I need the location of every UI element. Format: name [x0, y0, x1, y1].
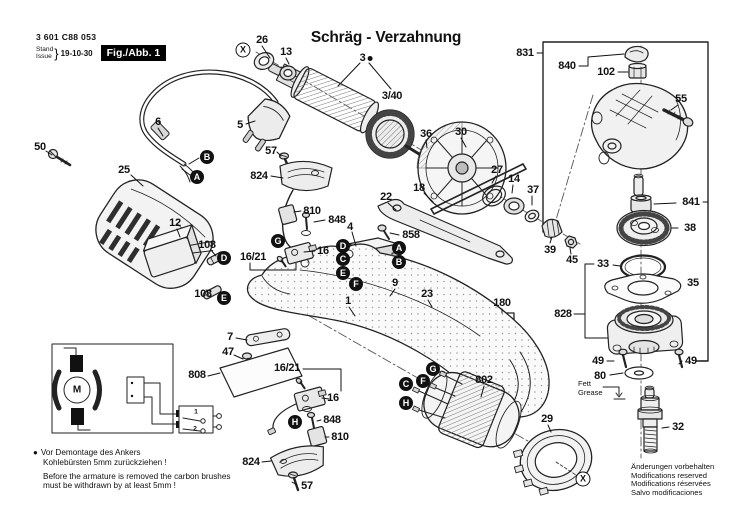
- issue-date: 19-10-30: [60, 48, 93, 58]
- armature-3: [268, 63, 380, 134]
- washer-37: [524, 209, 540, 223]
- switch-terminal-1: 1: [194, 408, 198, 416]
- grease-symbol: [602, 386, 626, 400]
- bracket-16-21-upper: [249, 262, 297, 271]
- cap-840: [624, 45, 649, 63]
- flange-plate-35: [604, 273, 682, 304]
- header-block: 3 601 C88 053 Stand Issue } 19-10-30 Fig…: [36, 32, 167, 61]
- screw-49-right: [674, 348, 684, 369]
- rod-18: [430, 163, 527, 215]
- brush-cover-824-upper: [279, 160, 333, 192]
- footer-line-en: Modifications reserved: [631, 470, 707, 480]
- screw-21-upper: [276, 255, 287, 268]
- bearing-14: [503, 197, 525, 215]
- bracket-16-21-lower: [302, 368, 342, 392]
- screw-55: [662, 108, 694, 127]
- stand-label: Stand: [36, 46, 54, 53]
- note-en-2: must be withdrawn by at least 5mm !: [43, 481, 176, 491]
- terminal-108-lower: [202, 285, 222, 300]
- switch-terminal-2: 2: [193, 425, 197, 433]
- screw-848-upper: [301, 211, 311, 236]
- brush-wire-lower: [272, 403, 297, 433]
- warning-notes: ●Vor Demontage des Ankers Kohlebürsten 5…: [33, 448, 303, 491]
- brush-holder-16-upper: [284, 242, 318, 265]
- brush-holder-16-lower: [293, 386, 327, 412]
- screw-21-lower: [295, 377, 306, 390]
- screw-858: [377, 224, 390, 240]
- type-number: 3 601 C88 053: [36, 32, 97, 42]
- crown-gear-38: [616, 209, 672, 247]
- note-en-1: Before the armature is removed the carbo…: [43, 471, 231, 481]
- carbon-brush-810-upper: [278, 204, 298, 225]
- carbon-brush-810-lower: [307, 426, 328, 447]
- rear-cover-25: [95, 179, 214, 289]
- seal-ring-27: [482, 185, 506, 207]
- spindle-32: [637, 385, 663, 454]
- diagram-title: Schräg - Verzahnung: [310, 29, 462, 46]
- grease-en: Grease: [578, 387, 603, 397]
- centerline-link: [549, 94, 594, 241]
- stator-leads: [412, 370, 463, 419]
- motor-circuit: [51, 343, 222, 434]
- power-plug: [242, 98, 291, 152]
- bullet-icon: ●: [33, 448, 38, 457]
- bracket-33-828: [573, 263, 609, 339]
- modifications-footer: Änderungen vorbehalten Modifications res…: [631, 462, 715, 498]
- gear-head-831: [591, 82, 689, 170]
- field-stator-802: [421, 370, 522, 449]
- bearing-flange-30: [416, 121, 507, 215]
- bearing-13: [279, 65, 297, 81]
- footer-line-de: Änderungen vorbehalten: [631, 462, 715, 471]
- plate-7: [245, 328, 291, 347]
- lever-22: [377, 198, 513, 265]
- motor-m-label: M: [72, 384, 82, 396]
- screw-848-lower: [302, 406, 316, 429]
- bushing-841: [630, 194, 652, 213]
- bearing-flange-828: [606, 305, 684, 355]
- x-detail-leader: [555, 461, 577, 476]
- leader-lines: [45, 45, 709, 486]
- grease-de: Fett: [578, 379, 591, 388]
- note-de-2: Kohlebürsten 5mm zurückziehen !: [43, 457, 167, 467]
- screw-50: [47, 148, 72, 167]
- wire-terminal: [267, 427, 277, 436]
- pinion-39: [541, 218, 563, 238]
- nut-45: [564, 235, 578, 249]
- figure-label: Fig./Abb. 1: [100, 45, 167, 61]
- pin: [633, 173, 644, 197]
- capacitor-12: [142, 224, 214, 278]
- footer-line-fr: Modifications réservées: [631, 479, 711, 489]
- grease-note: Fett Grease: [578, 379, 603, 397]
- screw-49-left: [618, 348, 628, 369]
- air-guide-ring-29: [512, 428, 593, 496]
- centerline-housing: [249, 281, 576, 469]
- bracket-840: [578, 53, 625, 67]
- washer-80: [624, 366, 654, 380]
- sticker-808: [219, 347, 303, 398]
- footer-line-es: Salvo modificaciones: [631, 488, 703, 498]
- fan-40: [365, 109, 426, 159]
- note-de-1: Vor Demontage des Ankers: [40, 448, 141, 457]
- nut-102: [628, 62, 647, 79]
- brush-cover-824-lower: [269, 445, 324, 477]
- brace: }: [54, 45, 59, 61]
- issue-label: Issue: [36, 53, 52, 60]
